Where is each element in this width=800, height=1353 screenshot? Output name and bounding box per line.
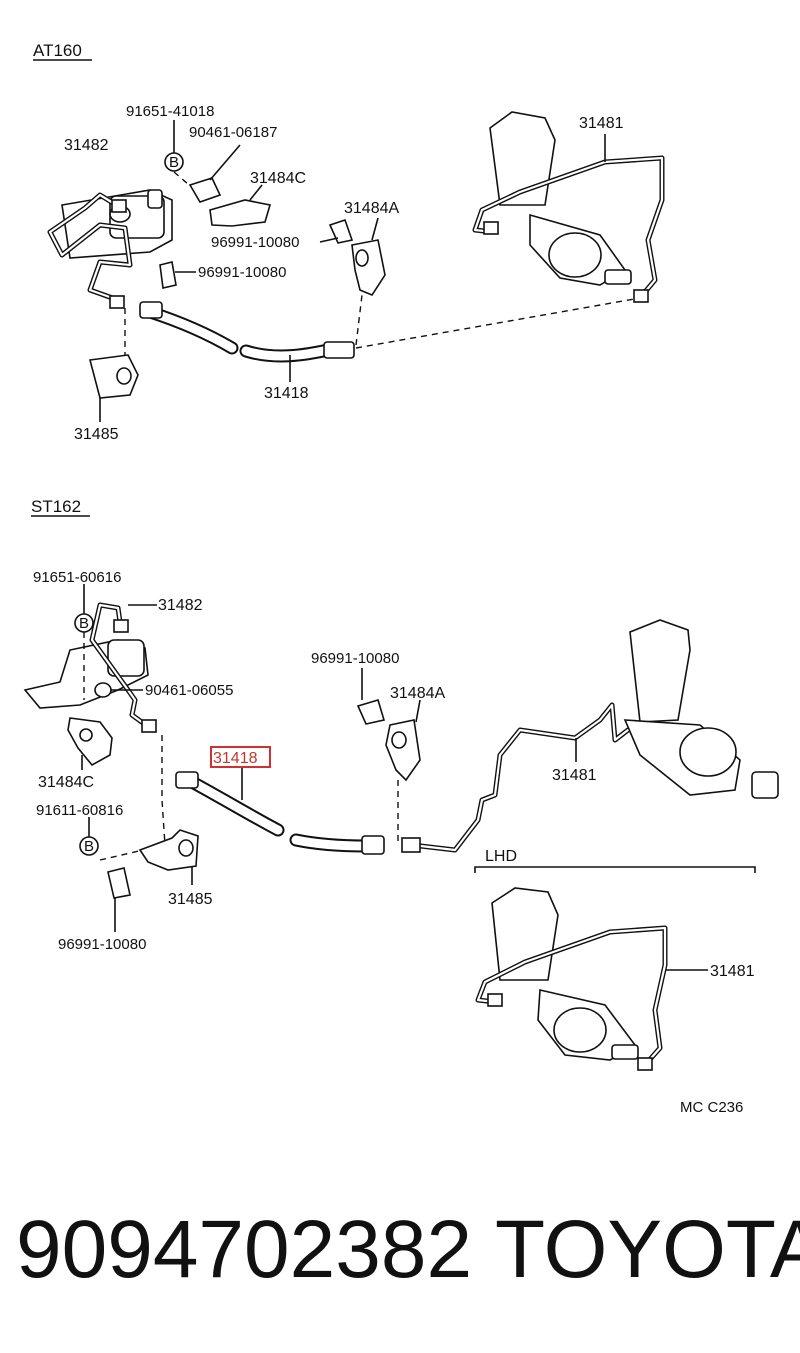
bolt-b-label: B [84, 838, 94, 855]
section-title-st162: ST162 [31, 497, 81, 516]
brake-master-cylinder [23, 639, 149, 709]
bolt-b-label: B [79, 615, 89, 632]
label-31484a: 31484A [390, 685, 445, 702]
section-title-at160: AT160 [33, 41, 82, 60]
flare-nut [633, 289, 649, 303]
flare-nut [141, 719, 157, 733]
label-96991-10080-b: 96991-10080 [58, 936, 146, 953]
section-st162: ST162 B B [23, 497, 779, 1116]
label-91611-60816: 91611-60816 [36, 802, 123, 819]
bracket-31484a [385, 719, 421, 782]
clutch-master-cylinder-lhd [491, 887, 639, 1061]
bracket-31484c [67, 717, 113, 767]
label-91651-41018: 91651-41018 [126, 103, 214, 120]
clip-96991-b [107, 867, 131, 899]
label-31418-highlighted: 31418 [213, 750, 258, 767]
hose-fitting [175, 771, 199, 789]
bracket-31484a [351, 239, 386, 296]
parts-diagram: AT160 B [23, 41, 779, 1116]
flare-nut [109, 295, 125, 309]
label-90461-06055: 90461-06055 [145, 682, 233, 699]
lhd-bracket [474, 866, 756, 873]
clip-96991-a [328, 218, 354, 244]
clip-96991-a [356, 699, 386, 725]
label-31484c: 31484C [250, 170, 306, 187]
clutch-master-cylinder [489, 111, 632, 286]
label-96991-10080-a: 96991-10080 [211, 234, 299, 251]
clutch-master-cylinder [623, 619, 779, 799]
figure-code: MC C236 [680, 1099, 743, 1116]
label-31481-lhd: 31481 [710, 963, 755, 980]
label-31481: 31481 [579, 115, 624, 132]
label-31485: 31485 [74, 426, 119, 443]
flare-nut [487, 993, 503, 1007]
hose-fitting [139, 301, 163, 319]
bracket-31485 [88, 354, 139, 399]
footer-part-number: 9094702382 [16, 1204, 473, 1295]
flare-nut [111, 199, 127, 213]
clip-96991-b [159, 261, 177, 289]
label-91651-60616: 91651-60616 [33, 569, 121, 586]
label-31481: 31481 [552, 767, 597, 784]
bolt-b-label: B [169, 154, 179, 171]
label-lhd: LHD [485, 848, 517, 865]
label-31482: 31482 [64, 137, 109, 154]
flare-nut [401, 837, 421, 853]
flare-nut [637, 1057, 653, 1071]
highlight-box [210, 746, 271, 768]
clamp-90461 [188, 177, 222, 203]
label-31485: 31485 [168, 891, 213, 908]
section-at160: AT160 B [33, 41, 665, 443]
label-90461-06187: 90461-06187 [189, 124, 277, 141]
label-31482: 31482 [158, 597, 203, 614]
flare-nut [113, 619, 129, 633]
label-31484c: 31484C [38, 774, 94, 791]
label-96991-10080-b: 96991-10080 [198, 264, 286, 281]
flare-nut [483, 221, 499, 235]
bracket-31484c [209, 199, 272, 227]
label-31484a: 31484A [344, 200, 399, 217]
label-31418: 31418 [264, 385, 309, 402]
hose-fitting [323, 341, 355, 359]
hose-fitting [361, 835, 385, 855]
label-96991-10080-a: 96991-10080 [311, 650, 399, 667]
footer-brand: TOYOTA [495, 1204, 800, 1295]
